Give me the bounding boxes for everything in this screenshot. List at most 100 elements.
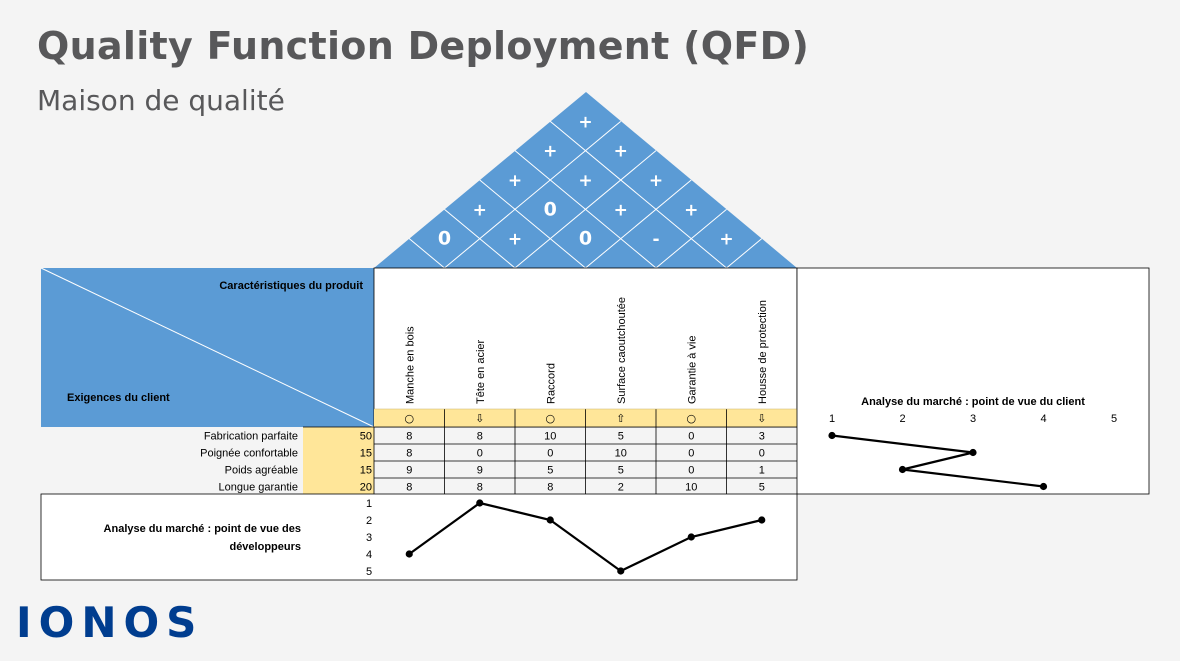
client-rating-point [828,431,836,440]
developer-rating-polyline [408,501,763,573]
relationship-value: 5 [759,482,765,494]
characteristics-area [373,267,798,428]
roof-correlation-symbol: + [649,171,663,191]
roof-correlation-symbol: + [508,171,522,191]
relationship-value: 8 [477,431,483,443]
direction-symbol: ⇩ [475,412,484,425]
ionos-logo: IONOS [16,598,204,647]
relationship-value: 0 [477,448,483,460]
relationship-value: 10 [685,482,697,494]
developer-scale-tick: 1 [366,498,372,510]
direction-symbol: ⇧ [616,412,625,425]
requirements-label: Exigences du client [67,392,170,404]
relationship-value: 1 [759,465,765,477]
column-label: Manche en bois [404,326,416,404]
relationship-value: 0 [759,448,765,460]
client-analysis-title: Analyse du marché : point de vue du clie… [861,396,1085,408]
relationship-value: 0 [547,448,553,460]
client-analysis-box [796,267,1150,495]
column-label: Surface caoutchoutée [616,297,628,404]
characteristics-label: Caractéristiques du produit [219,280,363,292]
relationship-value: 5 [547,465,553,477]
weights-column [303,427,374,495]
requirement-weight: 50 [360,431,372,443]
developer-analysis-title-line1: Analyse du marché : point de vue des [104,523,301,535]
roof-line [549,120,727,269]
requirement-weight: 15 [360,448,372,460]
client-rating-point [1039,482,1048,491]
relationship-value: 10 [544,431,556,443]
roof-correlation-symbol: + [614,200,628,220]
client-scale-tick: 5 [1111,413,1117,425]
roof-correlation-symbol: + [719,230,733,250]
roof-correlation-symbol: 0 [579,228,592,250]
developer-rating-point [617,567,625,575]
requirement-weight: 15 [360,465,372,477]
developer-scale: 1 2 3 4 5 [366,498,372,578]
relationship-value: 0 [688,448,694,460]
roof-correlation-symbol: + [473,200,487,220]
header-diagonal [40,267,375,428]
roof-line [408,238,445,269]
relationship-value: 8 [406,448,412,460]
roof-correlation-symbol: 0 [438,228,451,250]
developer-rating-point [546,516,554,524]
roof-correlation-symbol: + [578,112,592,132]
roof-grid [408,120,763,269]
client-rating-line [828,431,1048,491]
roof-triangle [374,92,797,268]
developer-scale-tick: 5 [366,566,372,578]
column-label: Raccord [545,363,557,404]
requirement-label: Poids agréable [225,465,298,477]
roof-line [514,150,657,269]
roof-correlation-symbol: + [614,142,628,162]
roof-line [585,179,692,269]
relationship-value: 5 [618,431,624,443]
direction-symbol: ○ [686,412,696,425]
requirement-weight: 20 [360,482,372,494]
requirement-label: Longue garantie [218,482,298,494]
roof-line [444,120,622,269]
client-scale-tick: 4 [1040,413,1046,425]
developer-scale-tick: 3 [366,532,372,544]
developer-analysis-title-line2: développeurs [229,541,301,553]
relationship-value: 9 [477,465,483,477]
requirement-label: Fabrication parfaite [204,431,298,443]
requirement-label: Poignée confortable [200,448,298,460]
developer-rating-point [758,516,766,524]
developer-rating-point [687,533,695,541]
roof-line [726,238,763,269]
direction-symbol: ○ [404,412,414,425]
client-rating-point [898,465,907,474]
developer-rating-point [476,499,484,507]
relationship-value: 0 [688,431,694,443]
relationship-value: 10 [615,448,627,460]
roof-correlation-symbol: + [578,171,592,191]
relationship-value: 8 [406,482,412,494]
developer-rating-line [405,499,766,575]
direction-symbol: ⇩ [757,412,766,425]
roof-correlations: 0+0-++0++++++++ [438,112,734,249]
direction-symbols: ○ ⇩ ○ ⇧ ○ ⇩ [404,412,766,425]
relationship-value: 8 [547,482,553,494]
client-rating-polyline [831,434,1044,488]
roof-line [479,179,586,269]
roof-correlation-symbol: + [684,200,698,220]
relationship-value: 8 [477,482,483,494]
client-rating-point [969,448,977,457]
direction-symbol: ○ [545,412,555,425]
roof-correlation-symbol: 0 [544,198,557,220]
relationship-value: 8 [406,431,412,443]
column-label: Garantie à vie [686,336,698,404]
roof-line [444,208,516,269]
developer-scale-tick: 2 [366,515,372,527]
relationship-value: 2 [618,482,624,494]
developer-scale-tick: 4 [366,549,372,561]
client-scale-tick: 3 [970,413,976,425]
developer-analysis-box [40,493,798,581]
relationship-value: 0 [688,465,694,477]
